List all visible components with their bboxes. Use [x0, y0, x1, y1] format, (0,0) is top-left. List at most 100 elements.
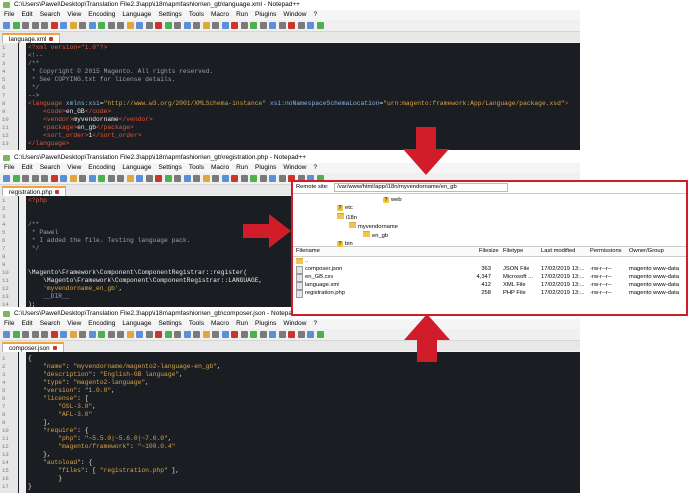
toolbar-button-icon[interactable] — [193, 22, 200, 29]
toolbar-button-icon[interactable] — [240, 331, 248, 338]
toolbar-button-icon[interactable] — [50, 175, 58, 182]
toolbar-button-icon[interactable] — [259, 175, 267, 182]
menu-search[interactable]: Search — [39, 320, 61, 327]
menu-encoding[interactable]: Encoding — [88, 11, 116, 18]
menu-window[interactable]: Window — [283, 164, 307, 171]
title-bar[interactable]: C:\Users\Pawel\Desktop\Translation File2… — [0, 309, 580, 319]
code-area[interactable]: <?xml version="1.0"?><!--/** * Copyright… — [28, 44, 580, 148]
toolbar-button-icon[interactable] — [145, 22, 153, 29]
toolbar-button-icon[interactable] — [278, 331, 286, 338]
toolbar-button-icon[interactable] — [126, 331, 134, 338]
toolbar-button-icon[interactable] — [231, 331, 238, 338]
menu-settings[interactable]: Settings — [158, 164, 182, 171]
toolbar-button-icon[interactable] — [155, 22, 162, 29]
toolbar-button-icon[interactable] — [155, 331, 162, 338]
menu-language[interactable]: Language — [122, 11, 152, 18]
toolbar-button-icon[interactable] — [31, 331, 39, 338]
column-owner-group[interactable]: Owner/Group — [629, 248, 664, 254]
toolbar-button-icon[interactable] — [212, 22, 219, 29]
toolbar-button-icon[interactable] — [164, 331, 172, 338]
toolbar-button-icon[interactable] — [98, 331, 105, 338]
toolbar-button-icon[interactable] — [12, 331, 20, 338]
tab-language-xml[interactable]: language.xml — [2, 33, 61, 44]
menu-edit[interactable]: Edit — [21, 11, 33, 18]
menu-plugins[interactable]: Plugins — [255, 320, 277, 327]
menu-view[interactable]: View — [67, 320, 82, 327]
toolbar-button-icon[interactable] — [174, 175, 181, 182]
menu-encoding[interactable]: Encoding — [88, 320, 116, 327]
toolbar-button-icon[interactable] — [98, 22, 105, 29]
toolbar-button-icon[interactable] — [88, 22, 96, 29]
toolbar-button-icon[interactable] — [307, 175, 314, 182]
menu-edit[interactable]: Edit — [21, 320, 33, 327]
menu-plugins[interactable]: Plugins — [255, 164, 277, 171]
close-icon[interactable] — [52, 346, 57, 350]
menu-search[interactable]: Search — [39, 164, 61, 171]
toolbar-button-icon[interactable] — [22, 331, 29, 338]
toolbar-button-icon[interactable] — [174, 331, 181, 338]
menu-search[interactable]: Search — [39, 11, 61, 18]
remote-path-input[interactable]: /var/www/html/app/i18n/myvendorname/en_g… — [334, 183, 509, 192]
tree-item-i18n[interactable]: i18n — [337, 213, 357, 221]
toolbar-button-icon[interactable] — [88, 331, 96, 338]
title-bar[interactable]: C:\Users\Pawel\Desktop\Translation File2… — [0, 153, 580, 163]
toolbar-button-icon[interactable] — [174, 22, 181, 29]
toolbar-button-icon[interactable] — [3, 22, 10, 29]
toolbar-button-icon[interactable] — [79, 331, 86, 338]
menu-window[interactable]: Window — [283, 11, 307, 18]
toolbar-button-icon[interactable] — [22, 175, 29, 182]
menu-file[interactable]: File — [4, 164, 15, 171]
toolbar-button-icon[interactable] — [278, 175, 286, 182]
menu-tools[interactable]: Tools — [188, 164, 204, 171]
menu-language[interactable]: Language — [122, 164, 152, 171]
toolbar-button-icon[interactable] — [288, 331, 295, 338]
menu-view[interactable]: View — [67, 164, 82, 171]
toolbar-button-icon[interactable] — [288, 175, 295, 182]
toolbar-button-icon[interactable] — [117, 175, 124, 182]
toolbar-button-icon[interactable] — [69, 22, 77, 29]
menu-window[interactable]: Window — [283, 320, 307, 327]
toolbar-button-icon[interactable] — [269, 22, 276, 29]
toolbar-button-icon[interactable] — [221, 331, 229, 338]
toolbar-button-icon[interactable] — [316, 331, 324, 338]
toolbar-button-icon[interactable] — [297, 331, 305, 338]
toolbar-button-icon[interactable] — [212, 331, 219, 338]
toolbar-button-icon[interactable] — [278, 22, 286, 29]
toolbar-button-icon[interactable] — [231, 22, 238, 29]
toolbar-button-icon[interactable] — [136, 175, 143, 182]
toolbar-button-icon[interactable] — [297, 22, 305, 29]
toolbar-button-icon[interactable] — [202, 331, 210, 338]
column-permissions[interactable]: Permissions — [590, 248, 622, 254]
toolbar-button-icon[interactable] — [183, 22, 191, 29]
toolbar-button-icon[interactable] — [250, 175, 257, 182]
toolbar-button-icon[interactable] — [202, 22, 210, 29]
toolbar-button-icon[interactable] — [145, 175, 153, 182]
menu-macro[interactable]: Macro — [211, 320, 230, 327]
toolbar-button-icon[interactable] — [145, 331, 153, 338]
toolbar-button-icon[interactable] — [202, 175, 210, 182]
toolbar-button-icon[interactable] — [60, 175, 67, 182]
column-filetype[interactable]: Filetype — [503, 248, 524, 254]
toolbar-button-icon[interactable] — [3, 331, 10, 338]
close-icon[interactable] — [49, 37, 54, 41]
toolbar-button-icon[interactable] — [69, 331, 77, 338]
menu-run[interactable]: Run — [236, 320, 248, 327]
toolbar-button-icon[interactable] — [50, 331, 58, 338]
toolbar-button-icon[interactable] — [250, 22, 257, 29]
column-filename[interactable]: Filename — [296, 248, 320, 254]
tree-item-myvendorname[interactable]: myvendorname — [349, 222, 398, 230]
toolbar-button-icon[interactable] — [164, 22, 172, 29]
toolbar-button-icon[interactable] — [240, 175, 248, 182]
toolbar-button-icon[interactable] — [288, 22, 295, 29]
toolbar-button-icon[interactable] — [79, 22, 86, 29]
menu-file[interactable]: File — [4, 11, 15, 18]
toolbar-button-icon[interactable] — [221, 175, 229, 182]
toolbar-button-icon[interactable] — [50, 22, 58, 29]
toolbar-button-icon[interactable] — [259, 331, 267, 338]
code-area[interactable]: { "name": "myvendorname/magento2-languag… — [28, 355, 580, 491]
tree-item-en-gb[interactable]: en_gb — [363, 231, 388, 239]
toolbar-button-icon[interactable] — [60, 331, 67, 338]
